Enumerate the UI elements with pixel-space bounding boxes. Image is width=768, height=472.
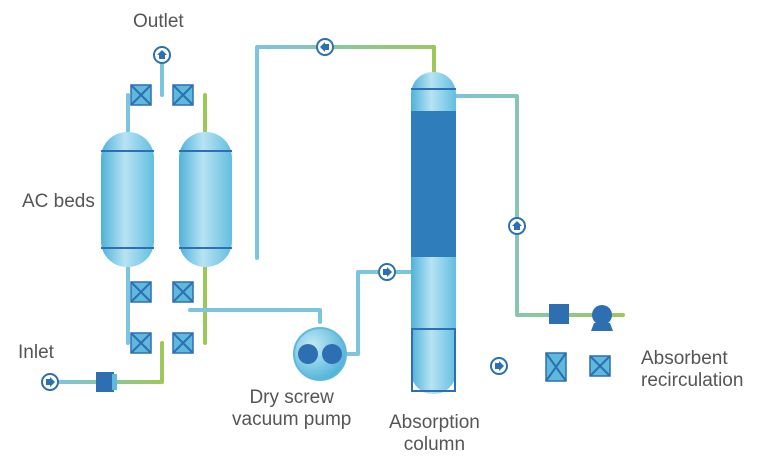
ac-beds-label: AC beds [22, 191, 95, 212]
inlet-filter-icon [96, 372, 117, 392]
absorption-column-label-line2: column [403, 434, 466, 455]
flow-arrows [41, 38, 526, 391]
absorption-column-label-line1: Absorption [389, 412, 480, 433]
absorption-column-label: Absorption column [389, 412, 480, 456]
butterfly-valve-icon [130, 84, 152, 106]
butterfly-valve-icon [589, 355, 611, 377]
pump-discharge-pipe [342, 270, 413, 356]
vacuum-pump-label-line2: vacuum pump [232, 409, 352, 430]
butterfly-valve-icon [130, 281, 152, 303]
absorbent-label-line1: Absorbent [641, 348, 728, 369]
flow-direction-arrow-icon [378, 263, 396, 281]
butterfly-valve-icon [172, 332, 194, 354]
column-sump [411, 328, 456, 392]
absorbent-recirculation-label: Absorbent recirculation [641, 348, 743, 392]
absorbent-label-line2: recirculation [641, 370, 744, 391]
flow-direction-arrow-icon [153, 46, 171, 64]
flow-direction-arrow-icon [41, 373, 59, 391]
column-packing-bed [411, 111, 456, 257]
recirculation-pump-icon [549, 304, 613, 331]
valves [130, 84, 611, 382]
butterfly-valve-icon [545, 352, 567, 382]
vacuum-pump-label-line1: Dry screw [249, 387, 334, 408]
flow-direction-arrow-icon [316, 38, 334, 56]
inlet-pipe [53, 341, 164, 384]
inlet-label: Inlet [18, 342, 54, 363]
ac-bed-left [101, 132, 154, 267]
flow-direction-arrow-icon [490, 357, 508, 375]
outlet-label: Outlet [133, 11, 184, 32]
vacuum-pump-label: Dry screw vacuum pump [232, 387, 351, 431]
butterfly-valve-icon [172, 84, 194, 106]
absorption-column [411, 72, 456, 394]
ac-bed-right [179, 132, 232, 267]
dry-screw-vacuum-pump-icon [293, 327, 347, 381]
butterfly-valve-icon [130, 332, 152, 354]
column-overhead-pipe [255, 45, 436, 260]
column-side-pipe [454, 94, 625, 317]
butterfly-valve-icon [172, 281, 194, 303]
flow-direction-arrow-icon [508, 217, 526, 235]
vacuum-line-pipe [188, 308, 322, 324]
